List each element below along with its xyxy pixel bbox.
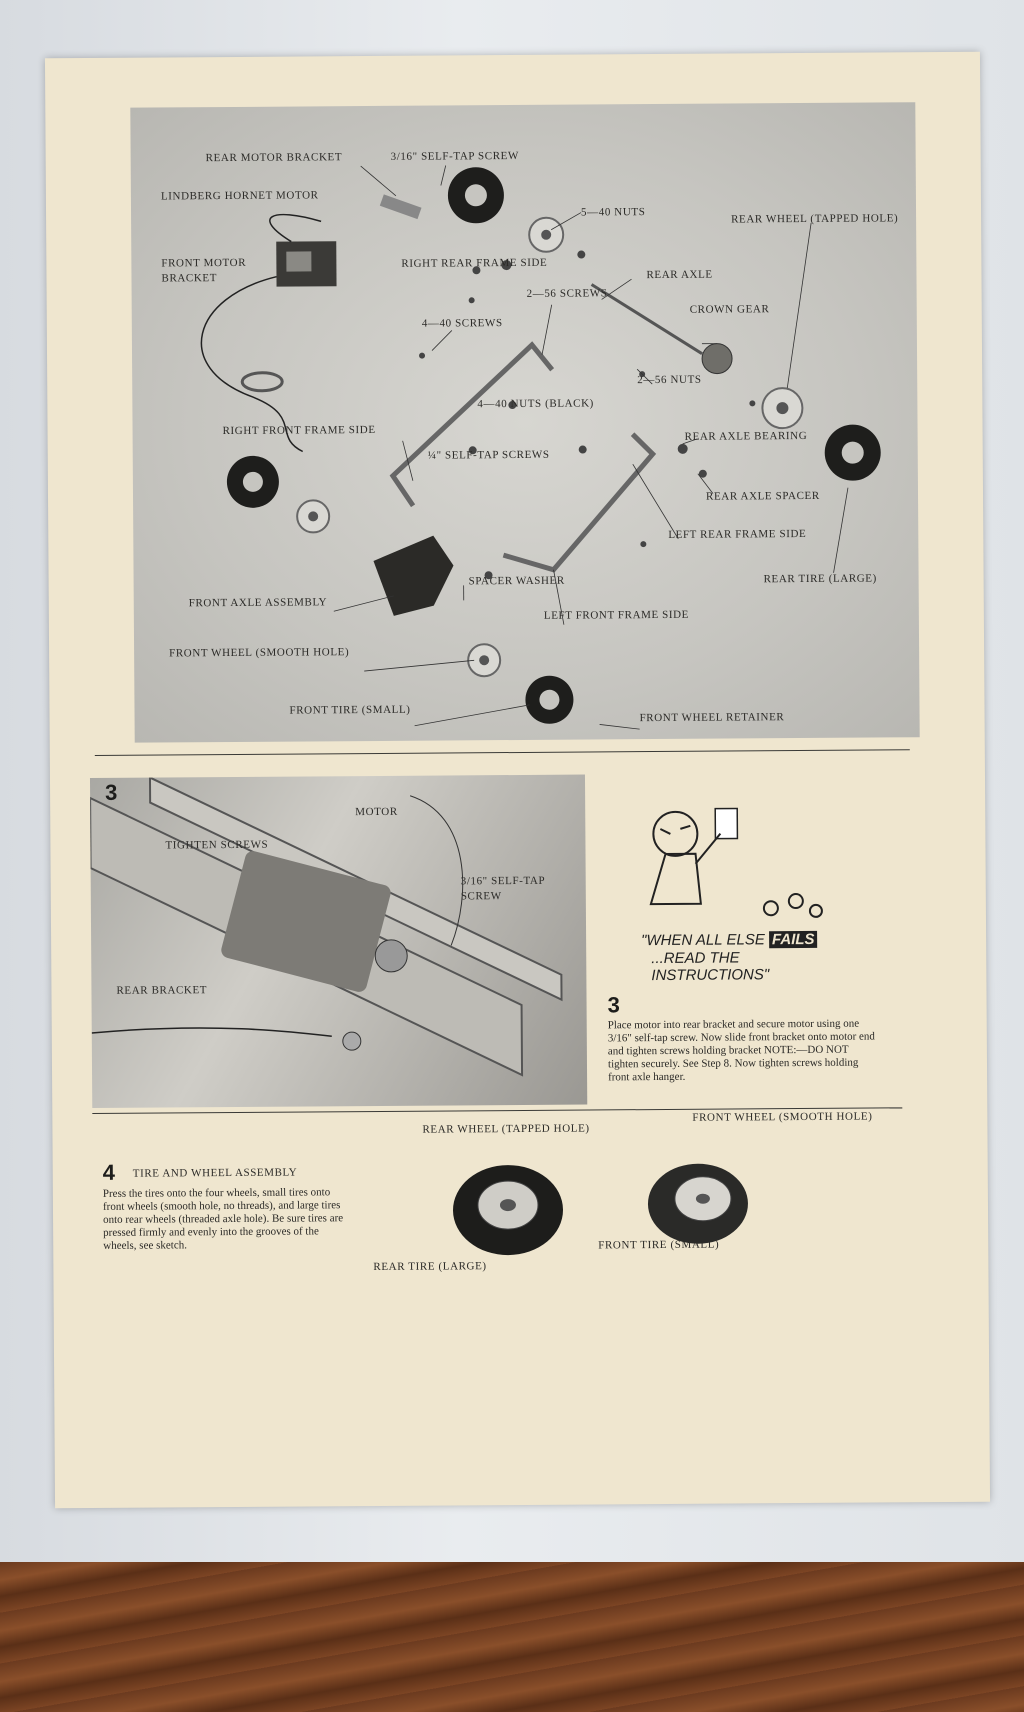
label-screw: SCREW — [460, 890, 502, 903]
step3-photo-number: 3 — [104, 779, 118, 805]
instruction-sheet: REAR MOTOR BRACKET 3/16" SELF-TAP SCREW … — [44, 51, 991, 1509]
step3-photo: 3 TIGHTEN SCREWS MOTOR 3/16" SELF-TAP SC… — [89, 774, 588, 1108]
cartoon-caption-line1: "WHEN ALL ELSE FAILS — [641, 930, 818, 950]
label-motor: MOTOR — [355, 805, 398, 819]
label-2-56-nuts: 2—56 NUTS — [637, 373, 702, 387]
cartoon-caption-text: "WHEN ALL ELSE — [641, 931, 770, 950]
label-lindberg-hornet-motor: LINDBERG HORNET MOTOR — [160, 189, 319, 203]
wheel-sketch — [453, 1163, 748, 1256]
tire-bottom — [525, 675, 574, 724]
label-step4-rear-tire: REAR TIRE (LARGE) — [373, 1260, 487, 1274]
label-front-axle-assembly: FRONT AXLE ASSEMBLY — [188, 596, 328, 610]
wood-floor — [0, 1562, 1024, 1712]
label-step4-rear-wheel: REAR WHEEL (TAPPED HOLE) — [422, 1122, 590, 1136]
label-quarter-self-tap-screws: ¼" SELF-TAP SCREWS — [427, 448, 550, 462]
front-wheel-drawing — [647, 1163, 748, 1244]
tire-left — [226, 455, 279, 508]
label-3-16-self-tap-screw: 3/16" SELF-TAP SCREW — [390, 149, 519, 163]
cartoon-caption-line2: ...READ THE INSTRUCTIONS" — [651, 949, 770, 985]
label-2-56-screws: 2—56 SCREWS — [526, 287, 608, 300]
step4-title: TIRE AND WHEEL ASSEMBLY — [132, 1166, 298, 1180]
label-5-40-nuts: 5—40 NUTS — [580, 206, 646, 219]
label-rear-axle: REAR AXLE — [646, 268, 713, 282]
label-crown-gear: CROWN GEAR — [689, 303, 770, 316]
label-front-tire-small: FRONT TIRE (SMALL) — [289, 703, 411, 717]
divider-1 — [94, 749, 910, 756]
tire-right — [824, 424, 881, 481]
label-left-rear-frame-side: LEFT REAR FRAME SIDE — [668, 527, 807, 541]
label-bracket: BRACKET — [161, 272, 218, 285]
label-4-40-screws: 4—40 SCREWS — [421, 317, 503, 330]
label-spacer-washer: SPACER WASHER — [468, 574, 565, 588]
cartoon-fails-word: FAILS — [768, 930, 818, 949]
step3-number: 3 — [607, 992, 620, 1018]
label-front-wheel-smooth-hole: FRONT WHEEL (SMOOTH HOLE) — [169, 646, 350, 660]
label-tighten-screws: TIGHTEN SCREWS — [165, 838, 269, 852]
cartoon: "WHEN ALL ELSE FAILS ...READ THE INSTRUC… — [620, 793, 851, 984]
wheel-top — [528, 216, 565, 253]
wheel-left — [296, 499, 331, 534]
rear-wheel-drawing — [453, 1165, 564, 1256]
step3-text: Place motor into rear bracket and secure… — [607, 1017, 875, 1084]
label-rear-tire-large: REAR TIRE (LARGE) — [763, 572, 877, 586]
label-left-front-frame-side: LEFT FRONT FRAME SIDE — [543, 608, 690, 622]
label-step4-front-tire: FRONT TIRE (SMALL) — [598, 1238, 720, 1252]
label-4-40-nuts-black: 4—40 NUTS (BLACK) — [477, 397, 594, 411]
label-rear-axle-bearing: REAR AXLE BEARING — [684, 429, 808, 443]
label-right-rear-frame-side: RIGHT REAR FRAME SIDE — [401, 256, 548, 270]
label-rear-motor-bracket: REAR MOTOR BRACKET — [205, 151, 343, 165]
motor-body — [221, 851, 391, 992]
wheel-right — [761, 387, 804, 430]
label-front-motor: FRONT MOTOR — [161, 256, 247, 270]
label-front-wheel-retainer: FRONT WHEEL RETAINER — [639, 711, 785, 725]
label-right-front-frame-side: RIGHT FRONT FRAME SIDE — [222, 423, 376, 438]
exploded-view-photo: REAR MOTOR BRACKET 3/16" SELF-TAP SCREW … — [130, 102, 920, 743]
label-3-16-self-tap: 3/16" SELF-TAP — [460, 874, 546, 888]
label-rear-bracket: REAR BRACKET — [116, 984, 208, 997]
cartoon-man-illustration — [649, 807, 823, 918]
step4-text: Press the tires onto the four wheels, sm… — [102, 1186, 344, 1252]
tire-top — [447, 167, 504, 224]
wheel-bottom — [467, 643, 502, 678]
step4-number: 4 — [102, 1159, 116, 1185]
parts-illustration — [200, 165, 881, 743]
label-rear-axle-spacer: REAR AXLE SPACER — [705, 489, 820, 503]
label-rear-wheel-tapped-hole: REAR WHEEL (TAPPED HOLE) — [731, 212, 899, 226]
label-step4-front-wheel: FRONT WHEEL (SMOOTH HOLE) — [692, 1110, 873, 1124]
